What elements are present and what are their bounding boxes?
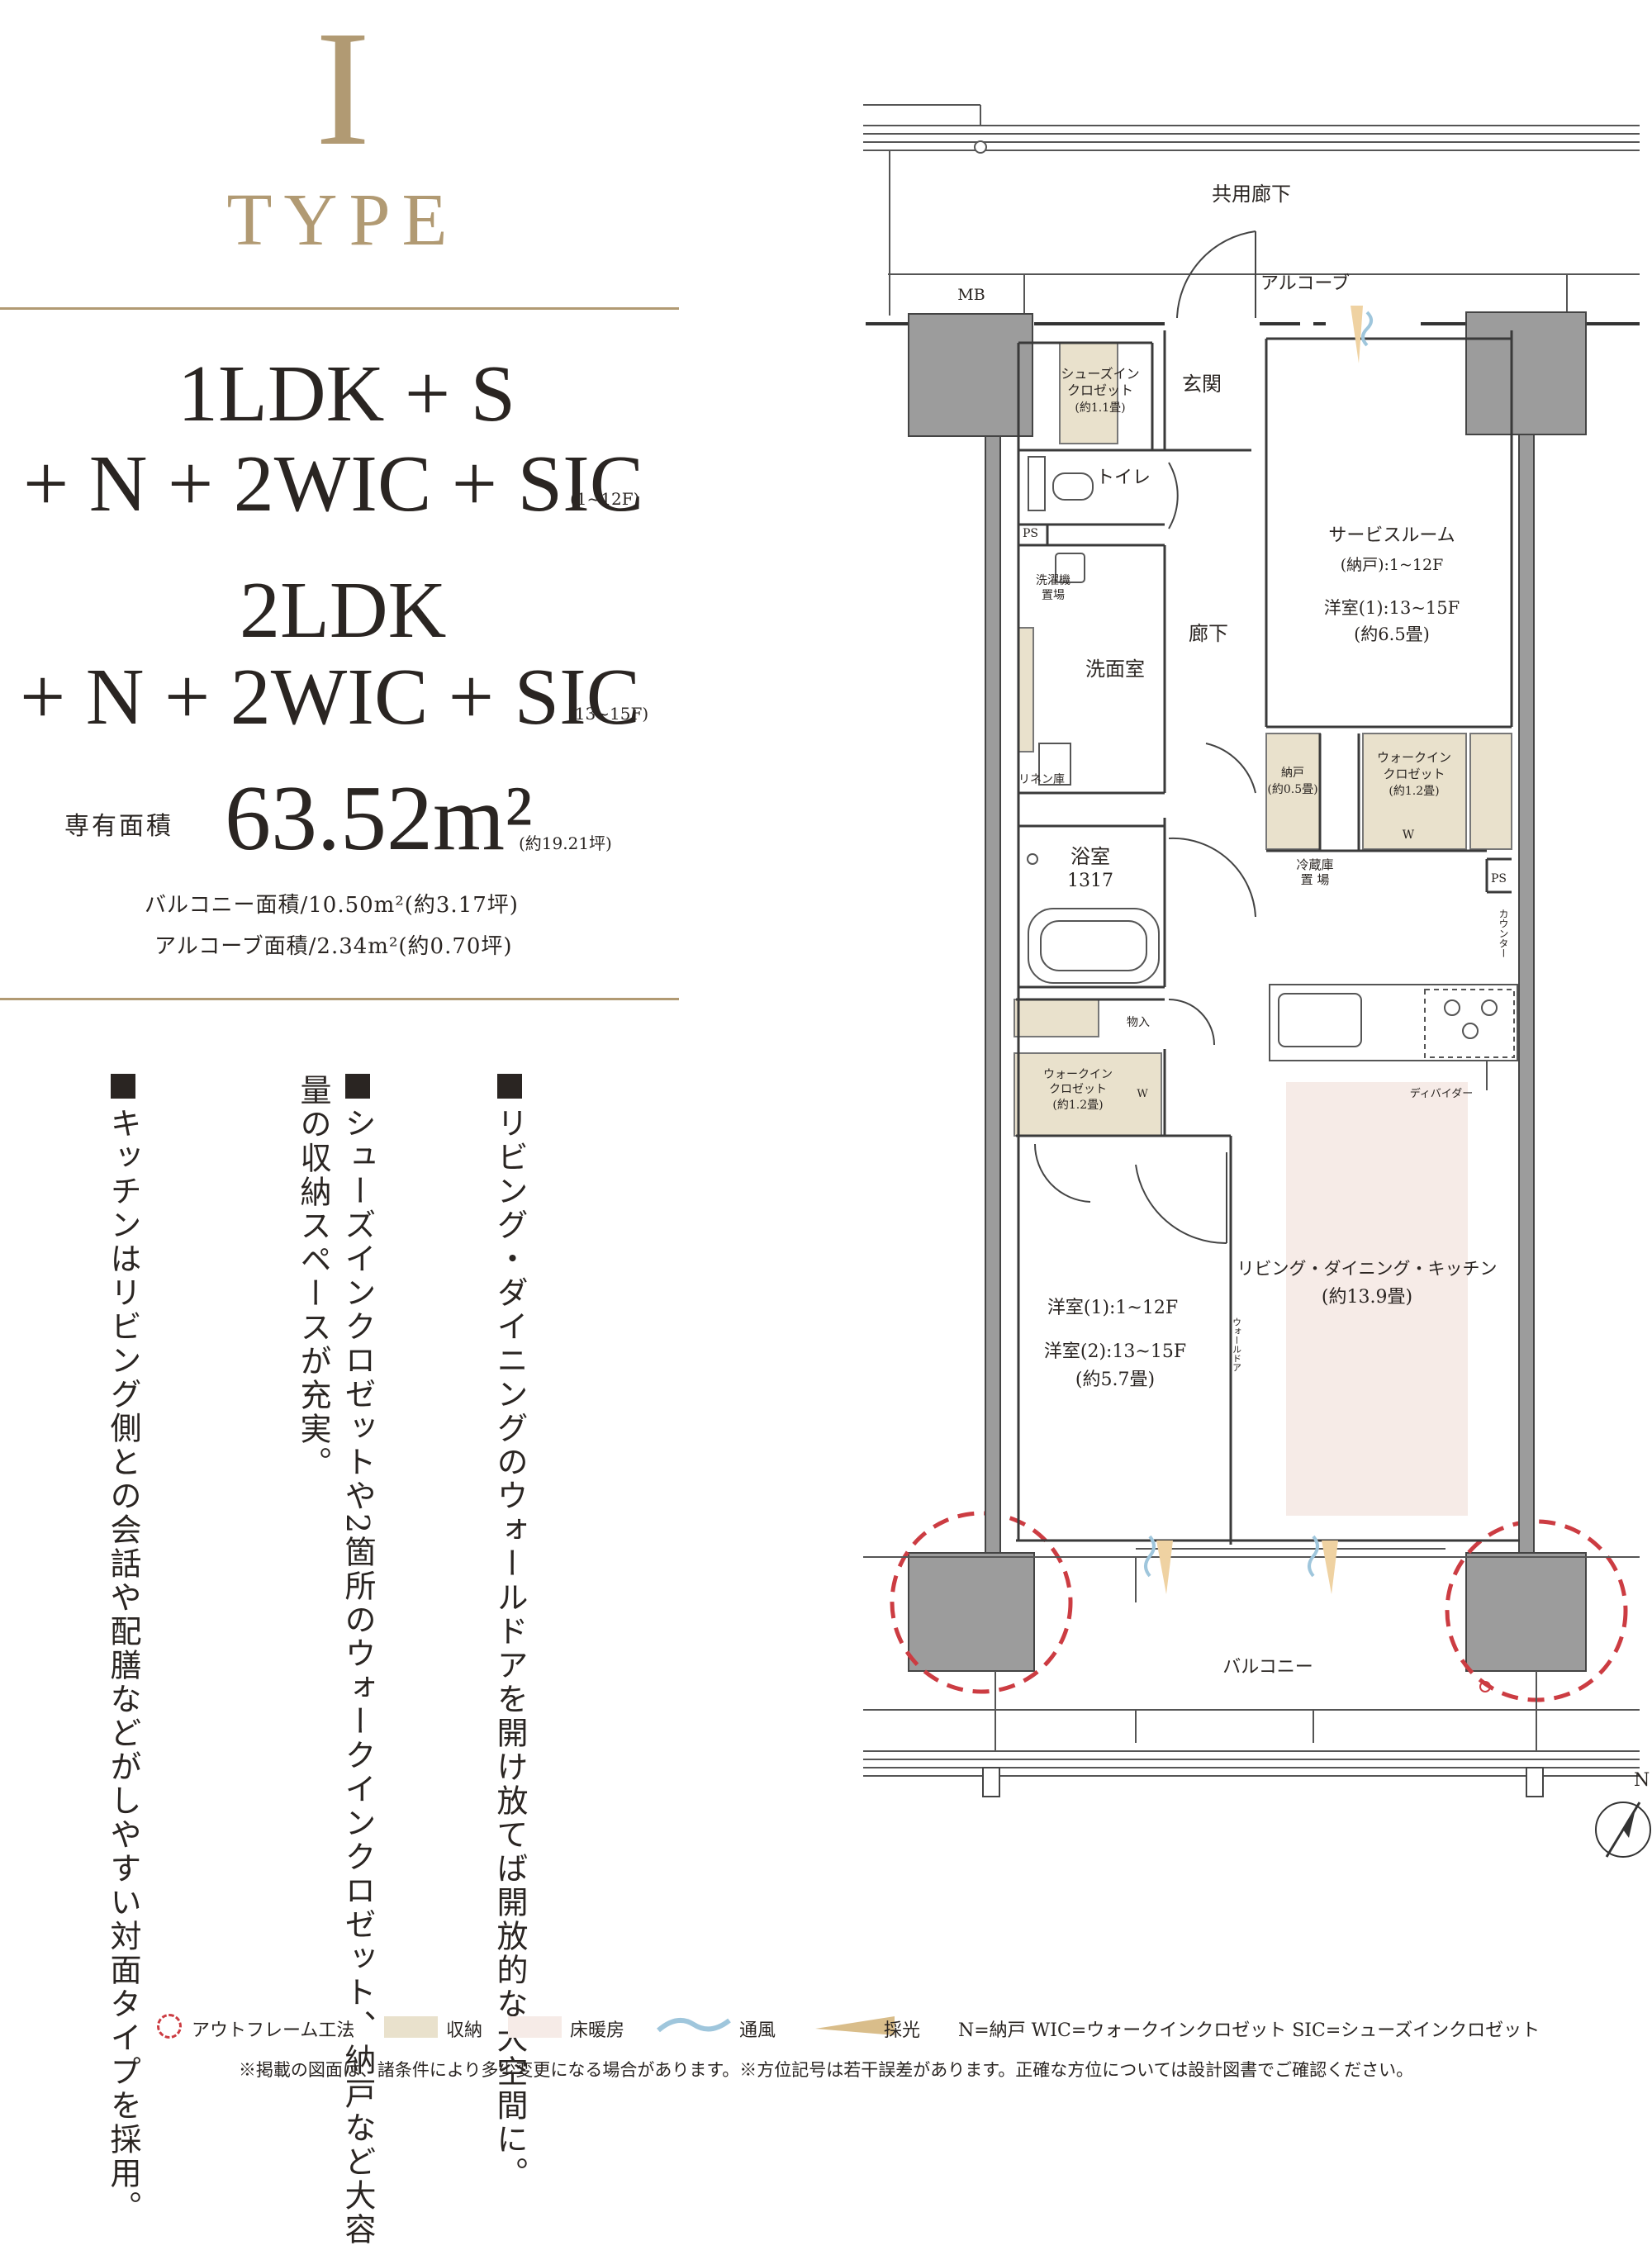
label-washer-2: 置場 <box>1042 589 1065 602</box>
feature-1: リビング・ダイニングのウォールドアを開け放てば開放的な大空間に。 <box>487 1074 532 2255</box>
label-sic-3: (約1.1畳) <box>1075 401 1125 415</box>
disclaimer: ※掲載の図面は、諸条件により多少変更になる場合があります。※方位記号は若干誤差が… <box>238 2060 1414 2080</box>
legend-ventilation: 通風 <box>739 2020 776 2041</box>
kitchen-counter <box>1269 984 1518 1090</box>
label-western-size: (約5.7畳) <box>1075 1370 1155 1390</box>
compass-north: N <box>1634 1770 1650 1791</box>
plan-a-line1: 1LDK + S <box>178 349 516 439</box>
area-tsubo: (約19.21坪) <box>519 833 612 853</box>
area-value: 63.52m² <box>225 767 533 870</box>
ventilation-legend-icon <box>657 2017 731 2033</box>
label-service-note2: 洋室(1):13~15F <box>1324 598 1460 618</box>
label-washer-1: 洗濯機 <box>1036 574 1070 587</box>
balcony-area: バルコニー面積/10.50m²(約3.17坪) <box>145 893 519 918</box>
plan-a-line2: + N + 2WIC + SIC <box>23 439 644 529</box>
label-alcove: アルコーブ <box>1260 273 1350 294</box>
legend-floor-heating: 床暖房 <box>570 2020 625 2041</box>
label-sic-1: シューズイン <box>1061 366 1139 382</box>
label-toilet: トイレ <box>1096 468 1151 488</box>
vent-light-markers <box>1144 306 1373 1594</box>
label-linen: リネン庫 <box>1018 772 1065 786</box>
corridor-lines <box>863 104 1640 316</box>
label-wic2-1: ウォークイン <box>1043 1068 1113 1081</box>
bullet-square <box>111 1074 135 1099</box>
storage-areas <box>1014 342 1512 1137</box>
label-ps-1: PS <box>1023 527 1038 540</box>
label-balcony: バルコニー <box>1222 1657 1313 1678</box>
plan-b-floors: (13~15F) <box>568 704 649 724</box>
label-storage: 物入 <box>1127 1016 1150 1029</box>
outframe-legend-icon <box>157 2014 182 2039</box>
alcove-area: アルコーブ面積/2.34m²(約0.70坪) <box>154 934 513 959</box>
label-bath: 浴室 <box>1070 845 1110 868</box>
label-service-size: (約6.5畳) <box>1354 624 1430 644</box>
label-ps-2: PS <box>1491 872 1507 885</box>
doors <box>1033 230 1256 1245</box>
interior-walls <box>1016 330 1520 1545</box>
label-service-note1: (納戸):1~12F <box>1341 556 1444 574</box>
feature-3-text: キッチンはリビング側との会話や配膳などがしやすい対面タイプを採用。 <box>105 1107 141 2224</box>
label-wall-door: ウォールドア <box>1232 1317 1242 1372</box>
label-fridge-1: 冷蔵庫 <box>1296 857 1333 872</box>
label-counter: カウンター <box>1498 909 1509 958</box>
plan-b-line2: + N + 2WIC + SIC <box>20 653 641 742</box>
plan-b-line1: 2LDK <box>240 566 447 655</box>
label-wic1-2: クロゼット <box>1383 767 1445 781</box>
legend-abbrev: N=納戸 WIC=ウォークインクロゼット SIC=シューズインクロゼット <box>958 2020 1540 2041</box>
feature-1-text: リビング・ダイニングのウォールドアを開け放てば開放的な大空間に。 <box>491 1107 528 2191</box>
floor-heating-area <box>1286 1082 1468 1516</box>
divider-top <box>0 307 679 310</box>
compass-icon: N <box>1595 1770 1651 1858</box>
label-divider: ディバイダー <box>1410 1087 1474 1100</box>
label-mb: MB <box>957 286 985 304</box>
type-word: TYPE <box>226 179 459 261</box>
plan-a-floors: (1~12F) <box>570 489 640 509</box>
divider-bottom <box>0 998 679 1000</box>
storage-legend-swatch <box>384 2016 438 2038</box>
legend-outframe: アウトフレーム工法 <box>192 2020 355 2041</box>
floorplan: N 共用廊下 アルコーブ MB シューズイン クロゼット (約1.1畳) 玄関 … <box>863 104 1651 1858</box>
floor-heating-legend-swatch <box>508 2016 562 2038</box>
bullet-square <box>497 1074 522 1099</box>
label-fridge-2: 置 場 <box>1301 872 1330 887</box>
label-entrance: 玄関 <box>1182 373 1222 396</box>
label-wic2-3: (約1.2畳) <box>1052 1099 1103 1112</box>
label-bath-size: 1317 <box>1067 871 1113 891</box>
label-service-room: サービスルーム <box>1328 525 1455 546</box>
label-ldk-size: (約13.9畳) <box>1322 1287 1412 1308</box>
legend-daylight: 採光 <box>884 2020 921 2041</box>
label-nando: 納戸 <box>1281 767 1304 780</box>
label-western-2: 洋室(2):13~15F <box>1044 1341 1186 1362</box>
fixtures <box>1027 456 1160 984</box>
label-wic1-1: ウォークイン <box>1377 750 1451 765</box>
label-sic-2: クロゼット <box>1067 382 1133 398</box>
daylight-legend-icon <box>815 2016 895 2035</box>
label-washroom: 洗面室 <box>1085 658 1145 681</box>
side-walls <box>985 434 1535 1554</box>
label-ldk: リビング・ダイニング・キッチン <box>1237 1259 1498 1279</box>
legend-storage: 収納 <box>446 2020 483 2041</box>
pillars <box>908 311 1587 1672</box>
feature-3: キッチンはリビング側との会話や配膳などがしやすい対面タイプを採用。 <box>101 1074 145 2255</box>
label-wic2-w: W <box>1137 1088 1148 1100</box>
label-corridor: 共用廊下 <box>1212 183 1291 206</box>
label-wic1-3: (約1.2畳) <box>1389 785 1439 798</box>
bullet-square <box>345 1074 370 1099</box>
label-hallway: 廊下 <box>1189 622 1228 645</box>
feature-2: シューズインクロゼットや2箇所のウォークインクロゼット、納戸など大容量の収納スペ… <box>291 1074 380 2255</box>
label-western-1: 洋室(1):1~12F <box>1047 1298 1178 1318</box>
type-letter: I <box>315 0 371 180</box>
label-wic1-w: W <box>1403 828 1415 842</box>
label-nando-size: (約0.5畳) <box>1267 783 1317 796</box>
area-label: 専有面積 <box>64 812 173 841</box>
label-wic2-2: クロゼット <box>1049 1083 1107 1096</box>
feature-2-text: シューズインクロゼットや2箇所のウォークインクロゼット、納戸など大容量の収納スペ… <box>295 1074 376 2248</box>
